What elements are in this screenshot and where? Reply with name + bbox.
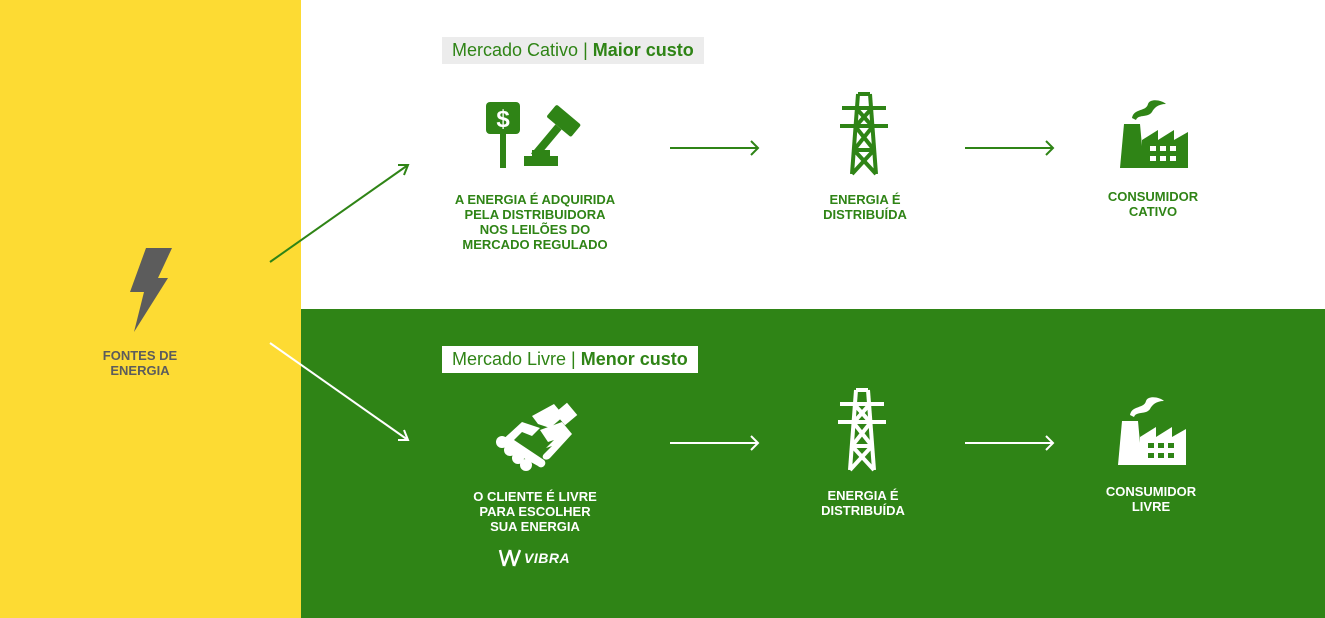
vibra-mark-icon [498, 549, 522, 567]
free-step-choice-label: O CLIENTE É LIVRE PARA ESCOLHER SUA ENER… [473, 489, 597, 534]
captive-step-auction-label: A ENERGIA É ADQUIRIDA PELA DISTRIBUIDORA… [454, 192, 616, 252]
captive-step-distribution-label: ENERGIA É DISTRIBUÍDA [823, 192, 907, 222]
energy-sources-panel [0, 0, 301, 618]
captive-market-tag: Mercado Cativo|Maior custo [442, 37, 704, 64]
arrow-right-icon [269, 342, 410, 441]
brand-name: VIBRA [524, 550, 571, 566]
free-step-distribution-label: ENERGIA É DISTRIBUÍDA [821, 488, 905, 518]
captive-market-cost: Maior custo [592, 40, 694, 60]
svg-text:$: $ [496, 106, 510, 133]
free-market-name: Mercado Livre [452, 349, 567, 369]
arrow-right-icon [670, 140, 1055, 156]
arrow-right-icon [269, 164, 410, 263]
transmission-tower-icon [838, 388, 886, 472]
tag-separator: | [571, 349, 576, 369]
transmission-tower-icon [840, 92, 888, 176]
free-market-tag: Mercado Livre|Menor custo [442, 346, 698, 373]
factory-icon [1118, 397, 1186, 465]
lightning-bolt-icon [130, 248, 172, 332]
tag-separator: | [583, 40, 588, 60]
free-market-cost: Menor custo [580, 349, 688, 369]
handshake-icon [496, 402, 578, 471]
vibra-logo: VIBRA [498, 548, 571, 568]
factory-icon [1120, 100, 1188, 168]
arrow-right-icon [670, 435, 1055, 451]
free-consumer-label: CONSUMIDOR LIVRE [1105, 484, 1197, 514]
captive-market-name: Mercado Cativo [452, 40, 579, 60]
captive-consumer-label: CONSUMIDOR CATIVO [1107, 189, 1199, 219]
auction-gavel-icon: $ [486, 102, 581, 168]
energy-sources-label: FONTES DE ENERGIA [102, 348, 178, 378]
